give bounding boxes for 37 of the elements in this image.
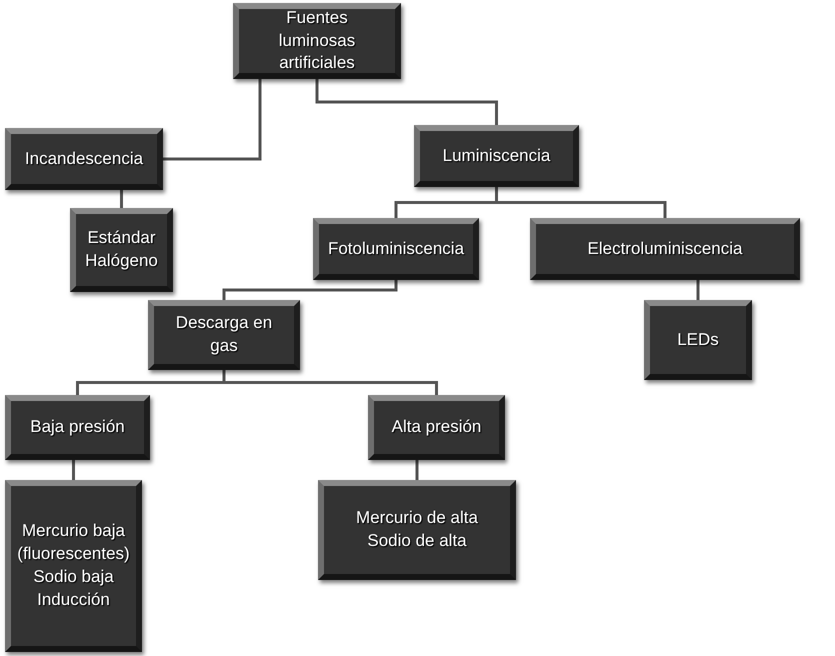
node-text: Mercurio baja (fluorescentes)	[17, 520, 130, 566]
category-box	[368, 395, 505, 460]
node-text: Sodio baja	[33, 566, 114, 588]
node-text: Baja presión	[30, 416, 125, 438]
connector-line	[696, 280, 700, 300]
node-text: Incandescencia	[24, 148, 144, 170]
node-text: Alta presión	[392, 416, 482, 438]
category-box	[233, 3, 401, 79]
connector-line	[495, 187, 666, 218]
connector-line	[316, 79, 498, 125]
category-box	[313, 218, 479, 280]
node-text: Fuentes luminosas artificiales	[278, 6, 356, 74]
connector-line	[120, 190, 123, 208]
connector-line	[72, 460, 75, 480]
category-box	[318, 480, 516, 580]
category-box	[5, 128, 163, 190]
category-box	[5, 395, 150, 460]
node-text: Mercurio de alta	[356, 507, 478, 530]
connector-line	[416, 460, 418, 480]
node-text: Estándar	[87, 227, 156, 250]
node-text: Halógeno	[85, 250, 158, 272]
connector-line	[222, 280, 398, 300]
node-text: LEDs	[677, 328, 719, 351]
node-text: Descarga en gas	[174, 312, 274, 357]
category-box	[5, 480, 142, 652]
connector-line	[163, 79, 262, 160]
category-box	[644, 300, 752, 380]
node-text: Inducción	[37, 588, 110, 611]
connector-line	[222, 370, 438, 395]
category-box	[70, 208, 173, 292]
node-text: Sodio de alta	[367, 530, 467, 552]
category-box	[530, 218, 800, 280]
node-text: Electroluminiscencia	[588, 238, 742, 260]
node-text: Luminiscencia	[442, 144, 550, 167]
node-text: Fotoluminiscencia	[328, 238, 464, 260]
category-box	[414, 125, 579, 187]
category-box	[148, 300, 300, 370]
